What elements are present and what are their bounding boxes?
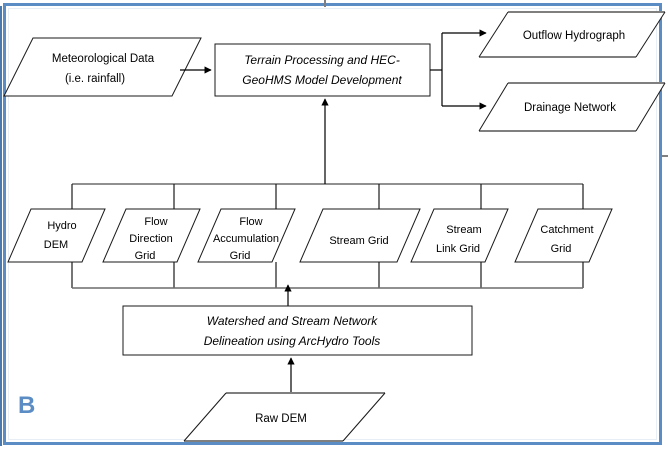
terrain-processing-line2: GeoHMS Model Development — [242, 73, 402, 87]
terrain-processing-line1: Terrain Processing and HEC- — [244, 53, 400, 67]
meteorological-data-line1: Meteorological Data — [52, 53, 155, 65]
catchment-line2: Grid — [551, 243, 572, 255]
frame-tick-top — [324, 0, 326, 7]
hydro-dem-line1: Hydro — [47, 220, 76, 232]
flow-direction-line2: Direction — [129, 233, 172, 245]
grid-node-flow-direction[interactable]: Flow Direction Grid — [102, 208, 201, 263]
watershed-line1: Watershed and Stream Network — [207, 314, 379, 328]
flow-direction-line1: Flow — [144, 216, 167, 228]
flow-accumulation-line3: Grid — [230, 250, 251, 262]
frame-left-rail — [0, 6, 2, 446]
stream-grid-line1: Stream Grid — [329, 235, 388, 247]
node-watershed-delineation[interactable]: Watershed and Stream Network Delineation… — [122, 305, 473, 356]
grid-node-stream-grid[interactable]: Stream Grid — [299, 208, 421, 263]
node-raw-dem[interactable]: Raw DEM — [183, 392, 386, 442]
drainage-network-label: Drainage Network — [524, 102, 616, 114]
meteorological-data-line2: (i.e. rainfall) — [65, 73, 125, 85]
stream-link-line1: Stream — [446, 224, 481, 236]
frame-tick-right — [661, 155, 668, 157]
outflow-hydrograph-label: Outflow Hydrograph — [523, 30, 625, 42]
figure-frame-outer — [3, 3, 662, 445]
hydro-dem-line2: DEM — [44, 239, 68, 251]
node-terrain-processing[interactable]: Terrain Processing and HEC- GeoHMS Model… — [214, 43, 431, 97]
flow-accumulation-line2: Accumulation — [213, 233, 279, 245]
grid-drops-top — [71, 184, 584, 210]
raw-dem-label: Raw DEM — [255, 413, 307, 425]
node-drainage-network[interactable]: Drainage Network — [478, 82, 666, 132]
flow-direction-line3: Grid — [135, 250, 156, 262]
watershed-line2: Delineation using ArcHydro Tools — [204, 334, 381, 348]
flow-accumulation-line1: Flow — [239, 216, 262, 228]
grid-drops-bottom — [71, 262, 584, 288]
node-outflow-hydrograph[interactable]: Outflow Hydrograph — [478, 11, 666, 58]
grid-node-stream-link[interactable]: Stream Link Grid — [410, 208, 509, 263]
panel-label: B — [18, 392, 36, 419]
catchment-line1: Catchment — [540, 224, 593, 236]
grid-node-hydro-dem[interactable]: Hydro DEM — [7, 208, 106, 263]
node-meteorological-data[interactable]: Meteorological Data (i.e. rainfall) — [3, 37, 202, 97]
stream-link-line2: Link Grid — [436, 243, 480, 255]
connector-terrain-branch — [430, 29, 487, 110]
grid-node-catchment[interactable]: Catchment Grid — [514, 208, 613, 263]
grid-node-flow-accumulation[interactable]: Flow Accumulation Grid — [197, 208, 296, 263]
